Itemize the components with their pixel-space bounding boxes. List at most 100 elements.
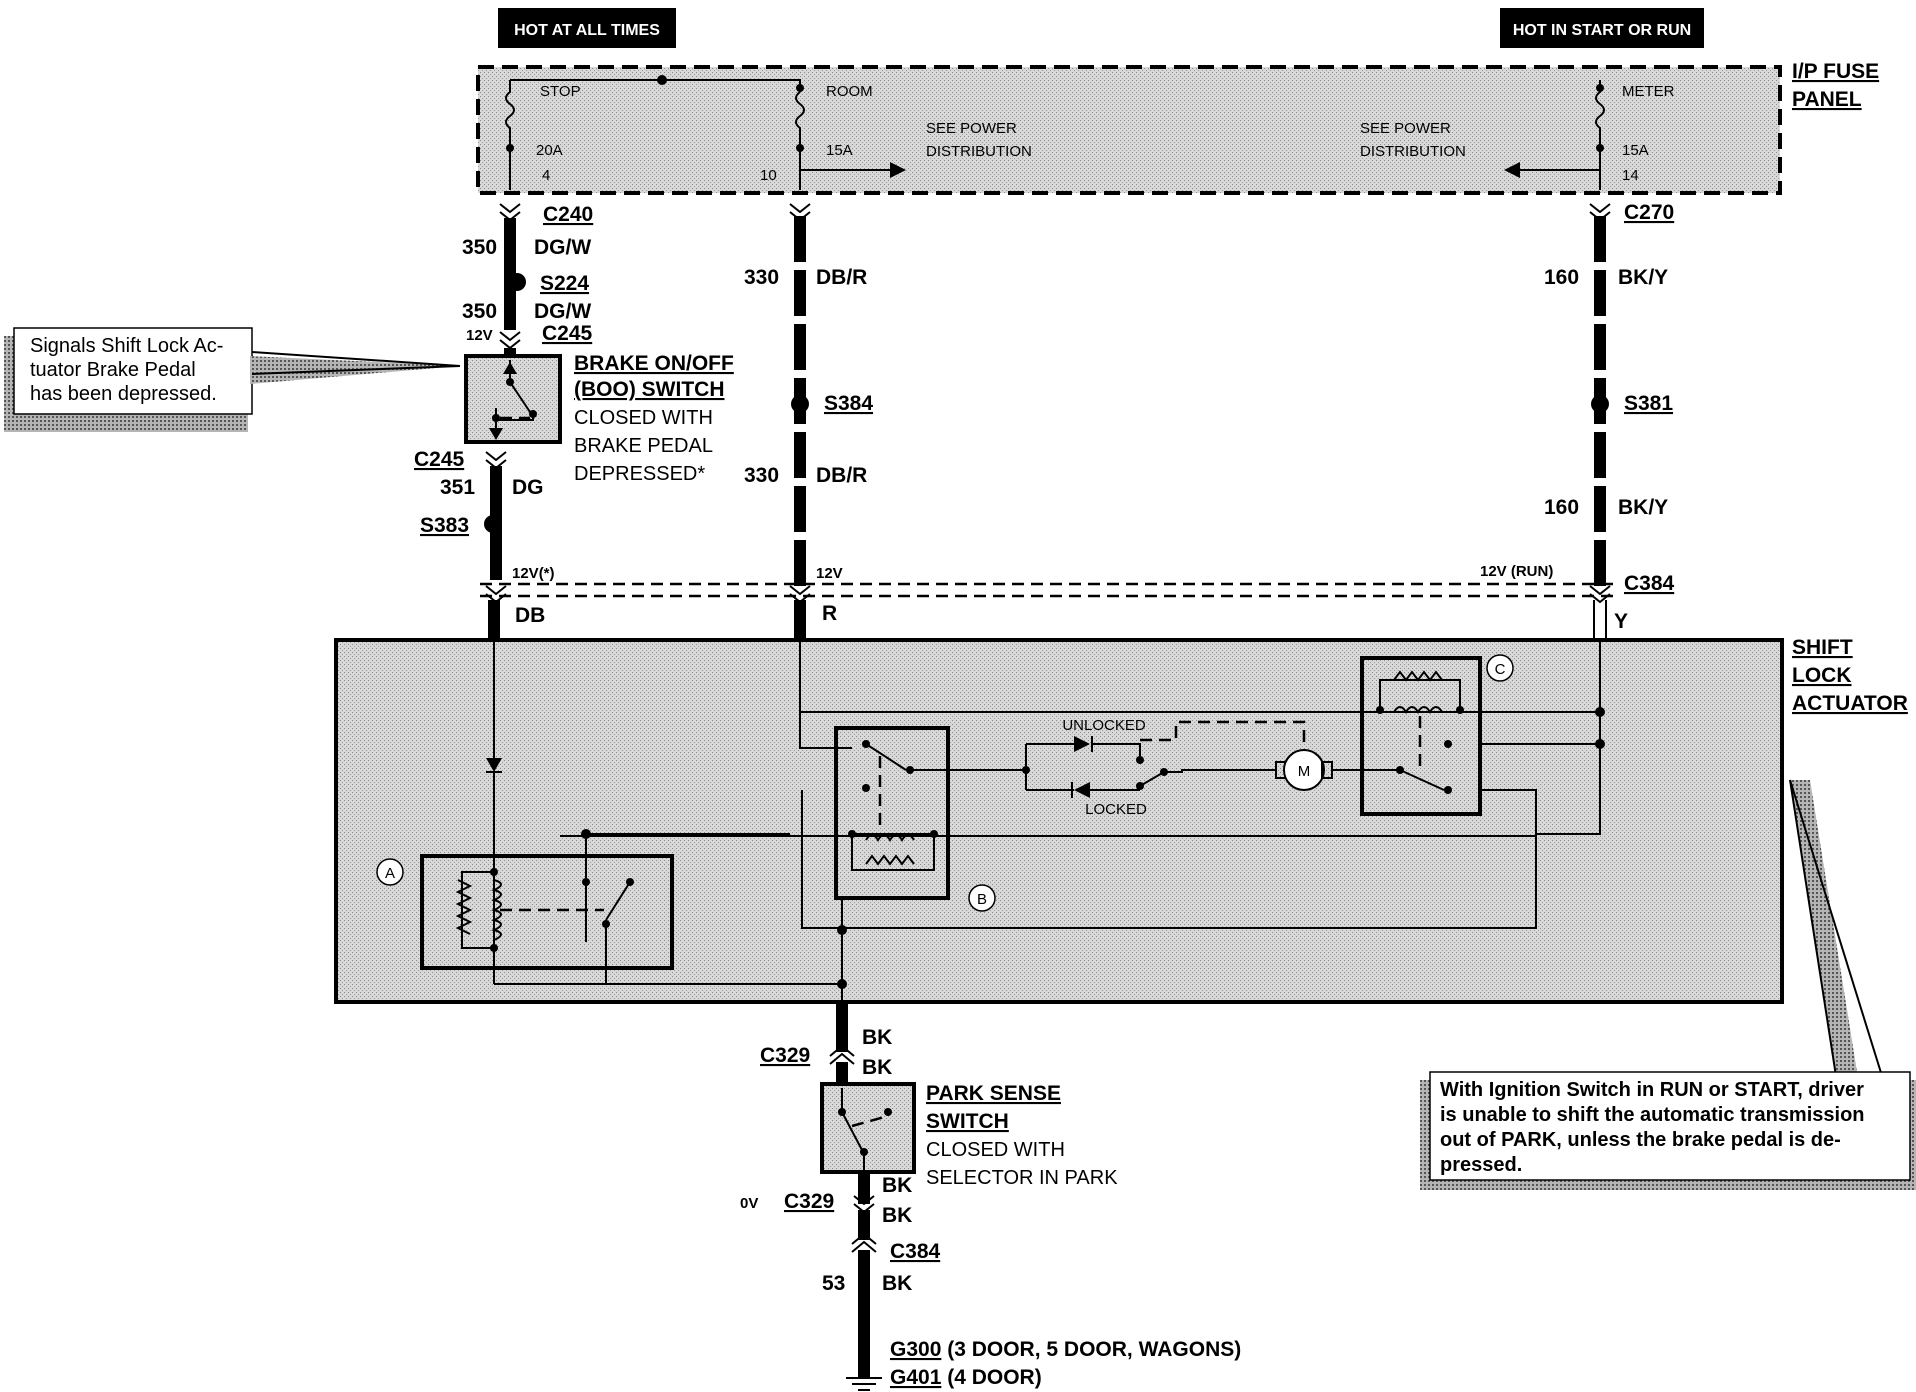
c384-bottom-label: C384	[890, 1240, 941, 1263]
unlocked-label: UNLOCKED	[1062, 717, 1146, 734]
motor-label: M	[1298, 763, 1311, 780]
c270-label: C270	[1624, 201, 1674, 224]
left-callout: Signals Shift Lock Ac- tuator Brake Peda…	[4, 327, 461, 432]
g401-label: G401	[890, 1366, 942, 1389]
room-fuse-num: 10	[760, 167, 777, 184]
meter-fuse-amps: 15A	[1622, 142, 1649, 159]
w53-num: 53	[822, 1272, 845, 1295]
boo-line2a: (BOO)	[574, 378, 636, 401]
left-callout-1: Signals Shift Lock Ac-	[30, 335, 223, 357]
circle-b: B	[977, 891, 987, 908]
wire-bk1: BK	[862, 1026, 892, 1049]
room-fuse-amps: 15A	[826, 142, 853, 159]
wire-bk4: BK	[882, 1204, 912, 1227]
boo-line5: DEPRESSED*	[574, 463, 705, 485]
park-line4: SELECTOR IN PARK	[926, 1167, 1118, 1189]
right-callout-2: is unable to shift the automatic transmi…	[1440, 1104, 1865, 1126]
circle-c: C	[1495, 661, 1506, 678]
c329-top-label: C329	[760, 1044, 810, 1067]
v12-run: 12V (RUN)	[1480, 563, 1553, 580]
room-fuse-name: ROOM	[826, 83, 873, 100]
park-line2: SWITCH	[926, 1110, 1009, 1133]
c329-bottom-label: C329	[784, 1190, 834, 1213]
right-callout-3: out of PARK, unless the brake pedal is d…	[1440, 1129, 1841, 1151]
hot-at-all-times-label: HOT AT ALL TIMES	[514, 22, 660, 39]
v12-r: 12V	[816, 565, 843, 582]
w350a-color: DG/W	[534, 236, 591, 259]
actuator-title-2: LOCK	[1792, 664, 1852, 687]
park-line3: CLOSED WITH	[926, 1139, 1065, 1161]
w160b-color: BK/Y	[1618, 496, 1668, 519]
right-callout: With Ignition Switch in RUN or START, dr…	[1420, 779, 1916, 1190]
s224-label: S224	[540, 272, 589, 295]
g300-desc: (3 DOOR, 5 DOOR, WAGONS)	[947, 1338, 1241, 1361]
stop-fuse-name: STOP	[540, 83, 581, 100]
see-power-2b: DISTRIBUTION	[1360, 143, 1466, 160]
w330b-num: 330	[744, 464, 779, 487]
w351-num: 351	[440, 476, 475, 499]
s383-label: S383	[420, 514, 469, 537]
wire-y: Y	[1614, 610, 1628, 633]
w160b-num: 160	[1544, 496, 1579, 519]
right-callout-4: pressed.	[1440, 1154, 1522, 1176]
actuator-title-1: SHIFT	[1792, 636, 1853, 659]
boo-line4: BRAKE PEDAL	[574, 435, 713, 457]
boo-line2: (BOO) SWITCH	[574, 378, 725, 401]
v12-boo: 12V	[466, 327, 493, 344]
right-branch	[1589, 203, 1611, 640]
shift-lock-actuator: A B M UNLOC	[334, 638, 1784, 1004]
w160a-num: 160	[1544, 266, 1579, 289]
g300-label: G300	[890, 1338, 941, 1361]
wire-bk3: BK	[882, 1174, 912, 1197]
boo-line3: CLOSED WITH	[574, 407, 713, 429]
meter-fuse-num: 14	[1622, 167, 1639, 184]
c384-top-label: C384	[1624, 572, 1675, 595]
meter-fuse-name: METER	[1622, 83, 1675, 100]
w160a-color: BK/Y	[1618, 266, 1668, 289]
w351-color: DG	[512, 476, 544, 499]
w330a-color: DB/R	[816, 266, 867, 289]
actuator-title-3: ACTUATOR	[1792, 692, 1908, 715]
see-power-1b: DISTRIBUTION	[926, 143, 1032, 160]
see-power-1a: SEE POWER	[926, 120, 1017, 137]
g401-desc: (4 DOOR)	[947, 1366, 1042, 1389]
fuse-panel-title-2: PANEL	[1792, 88, 1862, 111]
w53-color: BK	[882, 1272, 912, 1295]
c384-housing	[480, 582, 1614, 598]
park-line1: PARK SENSE	[926, 1082, 1061, 1105]
hot-in-start-run-box	[1500, 8, 1704, 48]
wire-db: DB	[515, 604, 545, 627]
g300-line: G300 (3 DOOR, 5 DOOR, WAGONS)	[890, 1338, 1241, 1361]
v0-label: 0V	[740, 1195, 758, 1212]
c245-top-label: C245	[542, 322, 593, 345]
stop-fuse-amps: 20A	[536, 142, 563, 159]
wire-bk2: BK	[862, 1056, 892, 1079]
right-callout-1: With Ignition Switch in RUN or START, dr…	[1440, 1079, 1864, 1101]
see-power-2a: SEE POWER	[1360, 120, 1451, 137]
s381-label: S381	[1624, 392, 1673, 415]
left-callout-3: has been depressed.	[30, 383, 217, 405]
g401-line: G401 (4 DOOR)	[890, 1366, 1042, 1389]
c240-label: C240	[543, 203, 593, 226]
c245-bottom-label: C245	[414, 448, 465, 471]
middle-branch	[789, 203, 811, 640]
hot-in-start-run-label: HOT IN START OR RUN	[1513, 22, 1691, 39]
boo-line1: BRAKE ON/OFF	[574, 352, 734, 375]
boo-line2b: SWITCH	[642, 378, 725, 401]
left-callout-2: tuator Brake Pedal	[30, 359, 196, 381]
fuse-panel: I/P FUSE PANEL STOP 20A 4 ROOM 15A 10 SE…	[476, 60, 1879, 195]
locked-label: LOCKED	[1085, 801, 1147, 818]
hot-at-all-times-box	[498, 8, 676, 48]
w350b-color: DG/W	[534, 300, 591, 323]
circle-a: A	[385, 865, 395, 882]
fuse-panel-title-1: I/P FUSE	[1792, 60, 1879, 83]
s384-label: S384	[824, 392, 873, 415]
stop-fuse-num: 4	[542, 167, 550, 184]
w330a-num: 330	[744, 266, 779, 289]
v12-star: 12V(*)	[512, 565, 555, 582]
w350b-num: 350	[462, 300, 497, 323]
w330b-color: DB/R	[816, 464, 867, 487]
wire-r: R	[822, 602, 837, 625]
boo-branch	[464, 203, 562, 640]
